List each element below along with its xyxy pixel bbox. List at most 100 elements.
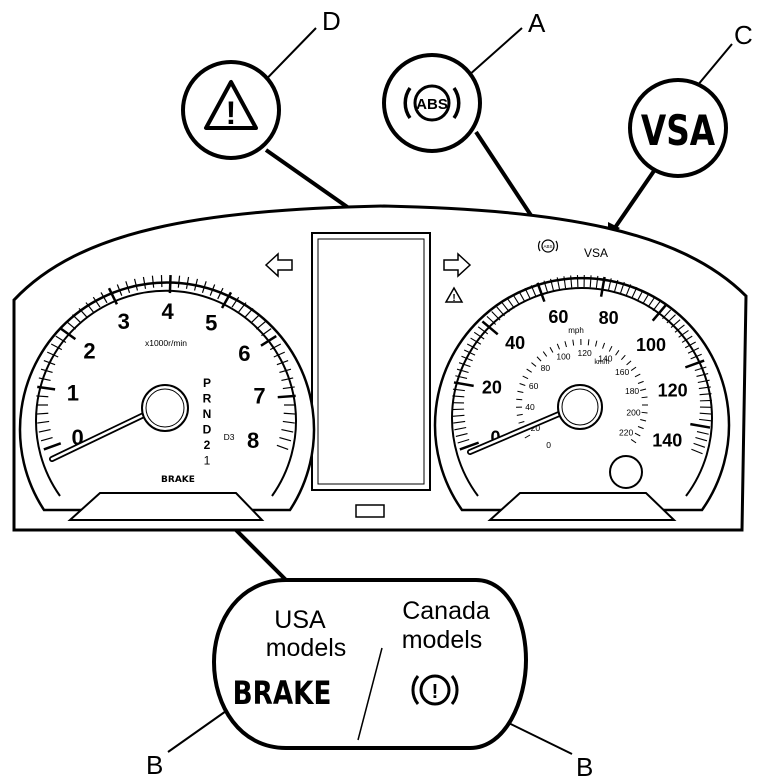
speedo-minor-tick xyxy=(699,393,712,396)
tacho-major-tick xyxy=(107,287,119,305)
callout-circle-a xyxy=(382,53,482,153)
panel-warning-indicator: ! xyxy=(444,286,464,304)
speedo-mph-label: 100 xyxy=(636,335,666,355)
speedo-major-tick xyxy=(599,276,606,297)
tacho-tick-label: 5 xyxy=(205,311,217,336)
speedo-kmh-label: 60 xyxy=(529,381,539,391)
speedo-kmh-tick xyxy=(626,360,632,366)
speedo-reset-knob xyxy=(609,455,643,489)
callout-letter-c: C xyxy=(734,20,753,50)
tacho-minor-tick xyxy=(185,276,190,289)
tacho-minor-tick xyxy=(281,428,294,433)
tacho-minor-tick xyxy=(250,314,260,324)
speedo-minor-tick xyxy=(453,420,466,424)
gear-label: N xyxy=(203,407,212,421)
gear-label: P xyxy=(203,376,211,390)
tacho-minor-tick xyxy=(281,377,294,382)
speedo-minor-tick xyxy=(662,309,672,320)
leader-a xyxy=(474,130,540,228)
speedo-minor-tick xyxy=(524,287,531,300)
speedo-minor-tick xyxy=(696,431,709,435)
speedo-kmh-tick xyxy=(572,339,575,346)
tacho-minor-tick xyxy=(283,412,296,415)
tacho-minor-tick xyxy=(100,292,108,304)
speedo-minor-tick xyxy=(691,448,703,455)
speedo-kmh-unit: km/h xyxy=(594,359,609,366)
speedo-minor-tick xyxy=(463,349,476,356)
speedo-mph-label: 60 xyxy=(548,307,568,327)
speedo-minor-tick xyxy=(589,275,592,288)
speedo-major-tick xyxy=(690,422,711,429)
tacho-tick-label: 1 xyxy=(67,380,79,405)
speedo-minor-tick xyxy=(452,395,465,398)
tacho-minor-tick xyxy=(78,307,88,318)
tacho-minor-tick xyxy=(38,377,51,382)
speedo-kmh-label: 100 xyxy=(556,351,570,361)
tacho-minor-tick xyxy=(43,359,56,366)
speedo-minor-tick xyxy=(696,373,709,377)
gear-label: 2 xyxy=(204,438,211,452)
speedo-minor-tick xyxy=(647,296,656,308)
tacho-minor-tick xyxy=(40,436,53,442)
abs-icon: ABS xyxy=(403,84,461,122)
warning-triangle-icon: ! xyxy=(204,80,258,131)
speedo-kmh-tick xyxy=(641,396,648,399)
tacho-minor-tick xyxy=(55,335,67,343)
tacho-major-tick xyxy=(43,442,62,451)
speedo-kmh-tick xyxy=(516,398,523,401)
speedo-kmh-tick xyxy=(620,354,626,361)
speedo-kmh-label: 40 xyxy=(525,402,535,412)
speedo-minor-tick xyxy=(477,326,489,335)
speedo-minor-tick xyxy=(501,302,510,313)
tacho-minor-tick xyxy=(279,368,292,374)
tacho-minor-tick xyxy=(116,284,123,296)
gear-label: R xyxy=(203,392,212,406)
panel-warning-mark: ! xyxy=(452,293,455,304)
gear-d3: D3 xyxy=(224,432,235,442)
tacho-minor-tick xyxy=(50,343,63,351)
speedo-major-tick xyxy=(536,282,546,303)
speedo-kmh-tick xyxy=(634,432,641,437)
speedo-minor-tick xyxy=(456,368,469,374)
speedo-minor-tick xyxy=(473,331,485,340)
speedo-kmh-tick xyxy=(595,340,598,347)
speedo-kmh-label: 220 xyxy=(619,428,633,438)
brake-warning-mark: ! xyxy=(432,681,439,703)
tacho-minor-tick xyxy=(92,296,101,308)
speedo-minor-tick xyxy=(697,379,710,384)
callout-circle-c xyxy=(628,78,728,178)
speedo-mph-label: 80 xyxy=(599,308,619,328)
speedo-kmh-tick xyxy=(641,411,648,414)
speedo-kmh-tick xyxy=(637,426,644,430)
inset-callout-bubble xyxy=(211,578,529,750)
speedo-base xyxy=(487,492,677,521)
tacho-minor-tick xyxy=(36,395,49,398)
speedo-hub-inner xyxy=(561,388,599,426)
brake-warning-icon: ! xyxy=(411,674,459,706)
callout-letter-d: D xyxy=(322,6,341,36)
panel-abs-label: ABS xyxy=(543,244,552,249)
tacho-minor-tick xyxy=(282,386,295,390)
tacho-minor-tick xyxy=(36,412,49,415)
speedo-kmh-tick xyxy=(637,380,644,384)
speedo-kmh-tick xyxy=(531,362,537,367)
callout-circle-d xyxy=(181,60,281,160)
speedo-kmh-tick xyxy=(517,390,524,394)
speedo-major-tick xyxy=(651,304,667,322)
speedo-mph-unit: mph xyxy=(568,326,584,335)
speedo-tick-marks xyxy=(452,275,712,455)
speedo-minor-tick xyxy=(556,277,561,290)
tacho-minor-tick xyxy=(125,281,131,293)
speedo-minor-tick xyxy=(681,335,693,343)
speedo-kmh-label: 140 xyxy=(598,354,612,364)
tacho-hub xyxy=(141,384,189,432)
speedo-kmh-tick xyxy=(526,368,532,373)
speedo-minor-tick xyxy=(690,353,702,360)
tacho-minor-tick xyxy=(40,368,53,374)
speedo-minor-tick xyxy=(595,275,599,288)
tacho-tick-label: 2 xyxy=(83,338,95,363)
right-turn-arrow-icon xyxy=(443,252,472,278)
